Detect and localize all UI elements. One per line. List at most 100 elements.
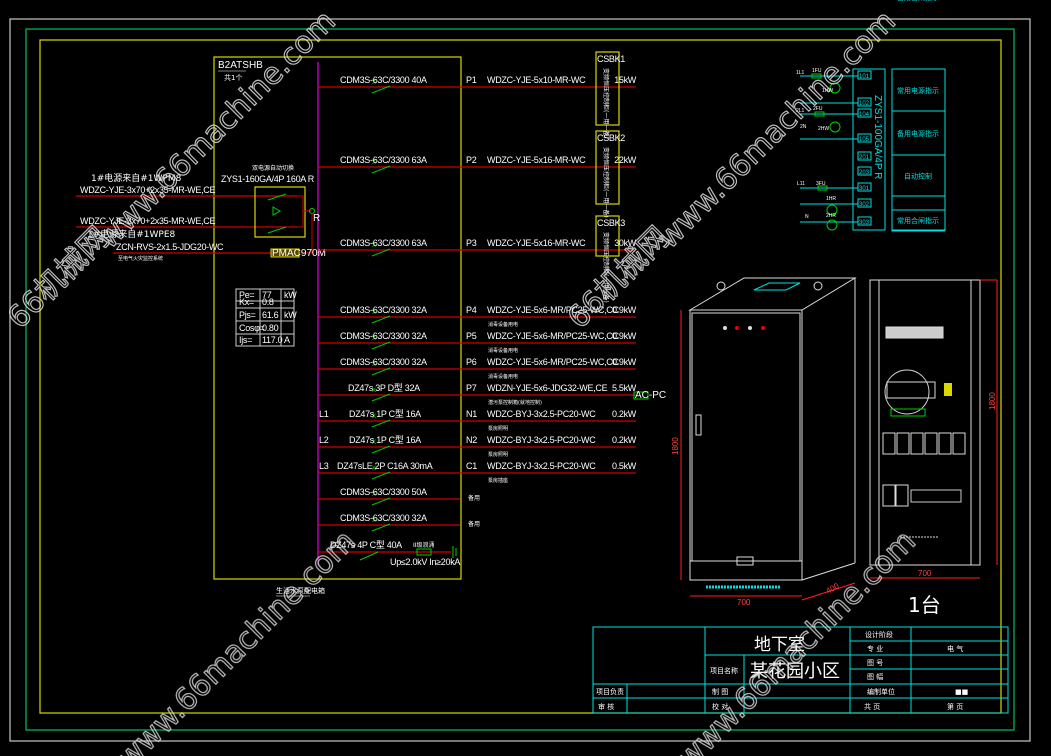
tb-unit-label: 编制单位 [867,687,895,696]
terminal-number: 201 [859,155,870,161]
load-value: 0.80 [262,323,279,333]
circuit-power: 0.2kW [612,409,637,419]
cabinet-note: 变频恒压控制柜(一用一备) [602,147,610,218]
load-key: Pe= [239,290,254,300]
control-schematic: ZYS1-100GA/4P R 101102104105201203301302… [796,0,946,232]
terminal-number: 102 [859,101,870,107]
incoming-line2-cable: WDZC-YJE-3x70+2x35-MR-WE,CE [80,216,215,226]
circuit-id: N2 [466,435,477,445]
circuit-power: 22kW [614,155,637,165]
tb-scale-label: 图 幅 [867,672,883,681]
ats-box [254,186,306,238]
side-width-dim: 700 [918,569,932,578]
control-note: 至电气火灾监控系统 [118,255,163,262]
load-key: Ijs= [239,335,252,345]
middle-frame [25,28,1015,731]
breaker-label: CDM3S-63C/3300 32A [340,357,427,367]
circuit-power: 0.5kW [612,461,637,471]
spd-spec: Up≤2.0kV In≥20kA [390,557,460,567]
control-device: ZYS1-100GA/4P R [872,95,883,179]
circuit-note: 潜污泵控制箱(就地控制) [488,399,542,406]
tb-sheet-label: 第 页 [947,702,963,711]
circuit-cable: WDZC-YJE-5x16-MR-WC [487,238,586,248]
breaker-label: DZ47s 1P C型 16A [349,409,421,419]
control-label: 1L1 [796,70,805,76]
control-cable: ZCN-RVS-2x1.5-JDG20-WC [116,242,224,252]
phase-label: L2 [319,435,329,445]
circuit-note: 消毒设备用电 [488,373,518,380]
tb-location: 地下室 [754,635,805,655]
cabinet-qty: 1台 [908,593,941,617]
circuit-id: P4 [466,305,477,315]
p7-tag-box [633,391,649,400]
svg-text:x: x [372,333,376,342]
watermarks: 66机械网 www.66machine.com 66机械网 www.66mach… [0,3,923,756]
cabinet-id: CSBK2 [597,133,625,143]
door-handle [695,414,702,436]
control-function: 常用合闸指示 [897,216,939,225]
incoming-line1-label: 1#电源来自#1WPM8 [91,172,182,184]
control-label: 1HW [822,88,833,94]
circuit-cable: WDZC-BYJ-3x2.5-PC20-WC [487,409,596,419]
phase-label: L3 [319,461,329,471]
circuit-id: P6 [466,357,477,367]
circuit-note: 消毒设备用电 [488,347,518,354]
inner-frame [39,39,1002,714]
svg-text:x: x [372,307,376,316]
circuit-note: 泵房插座 [488,477,508,484]
panel-box [213,56,462,580]
ats-note: 双电源自动切换 [252,164,294,172]
svg-text:x: x [372,411,376,420]
cabinet-note: 变频恒压控制柜(一用一备) [602,232,610,303]
breaker-label: CDM3S-63C/3300 32A [340,305,427,315]
control-label: N [805,214,809,220]
circuit-power: 0.2kW [612,435,637,445]
svg-text:x: x [372,489,376,498]
circuit-note: 消毒设备用电 [488,321,518,328]
side-height-dim: 1800 [988,392,997,410]
control-label: 1FU [812,68,822,74]
breaker-label: DZ47s 3P D型 32A [348,383,420,393]
svg-text:x: x [372,385,376,394]
circuit-id: N1 [466,409,477,419]
cabinet-note: 变频恒压控制柜(一用一备) [602,68,610,139]
tb-project-name: 某花园小区 [750,661,840,682]
svg-text:x: x [372,240,376,249]
breaker-label: DZ47sLE 2P C16A 30mA [337,461,433,471]
pmac-module [270,248,300,258]
terminal-number: 105 [859,137,870,143]
circuit-id: P5 [466,331,477,341]
circuit-id: P3 [466,238,477,248]
spd-breaker: DZ47s 4P C型 40A [330,540,402,550]
load-value: 0.8 [262,297,274,307]
control-label: 1HR [826,196,836,202]
control-label: 2FU [813,106,823,112]
pump-cabinet: CSBK2 变频恒压控制柜(一用一备) [595,130,626,218]
load-value: 61.6 [262,310,279,320]
breaker-label: CDM3S-63C/3300 50A [340,487,427,497]
load-key: Pjs= [239,310,256,320]
control-function: 自动控制 [904,172,932,181]
svg-text:x: x [372,463,376,472]
terminal-number: 104 [859,112,870,118]
tb-unit-value: ■■ [955,688,968,696]
circuit-power: 30kW [614,238,637,248]
control-label: 2N [800,124,807,130]
load-value: 77 [262,290,272,300]
tb-total-label: 共 页 [864,702,880,711]
panel-qty: 共1个 [224,73,242,82]
terminal-number: 101 [859,74,870,80]
ats-model: ZYS1-160GA/4P 160A R [221,174,315,184]
breaker-label: CDM3S-63C/3300 32A [340,331,427,341]
circuit-id: P2 [466,155,477,165]
svg-text:x: x [372,157,376,166]
tb-drawing-no-label: 图 号 [867,659,883,667]
